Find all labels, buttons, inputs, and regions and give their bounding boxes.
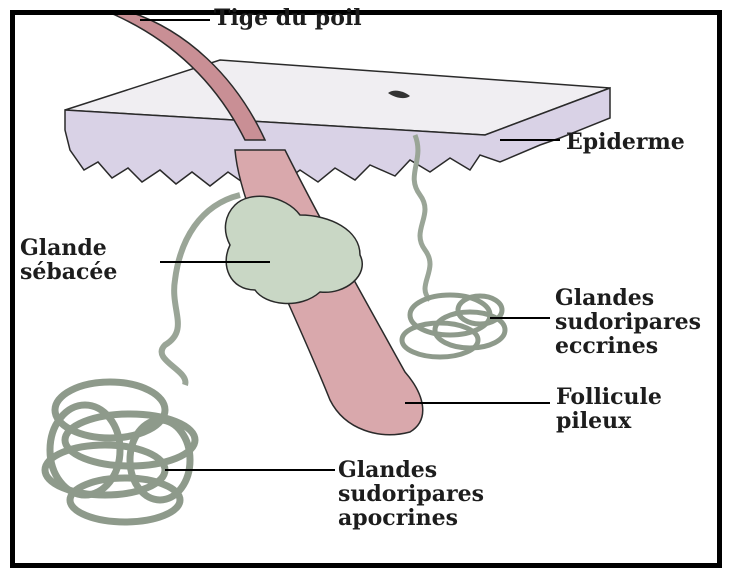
label-follicle-line2: pileux (556, 409, 662, 433)
label-eccrine-line2: sudoripares (555, 310, 701, 334)
label-eccrine-line1: Glandes (555, 286, 701, 310)
label-sebaceous: Glande sébacée (20, 236, 117, 284)
label-epidermis-text: Epiderme (566, 130, 685, 154)
label-follicle-line1: Follicule (556, 385, 662, 409)
label-epidermis: Epiderme (566, 130, 685, 154)
label-sebaceous-line1: Glande (20, 236, 117, 260)
label-apocrine-line3: apocrines (338, 506, 484, 530)
label-apocrine: Glandes sudoripares apocrines (338, 458, 484, 530)
label-sebaceous-line2: sébacée (20, 260, 117, 284)
label-apocrine-line2: sudoripares (338, 482, 484, 506)
label-eccrine: Glandes sudoripares eccrines (555, 286, 701, 358)
label-follicle: Follicule pileux (556, 385, 662, 433)
label-apocrine-line1: Glandes (338, 458, 484, 482)
label-hair-shaft-text: Tige du poil (214, 6, 362, 30)
label-hair-shaft: Tige du poil (214, 6, 362, 30)
label-eccrine-line3: eccrines (555, 334, 701, 358)
